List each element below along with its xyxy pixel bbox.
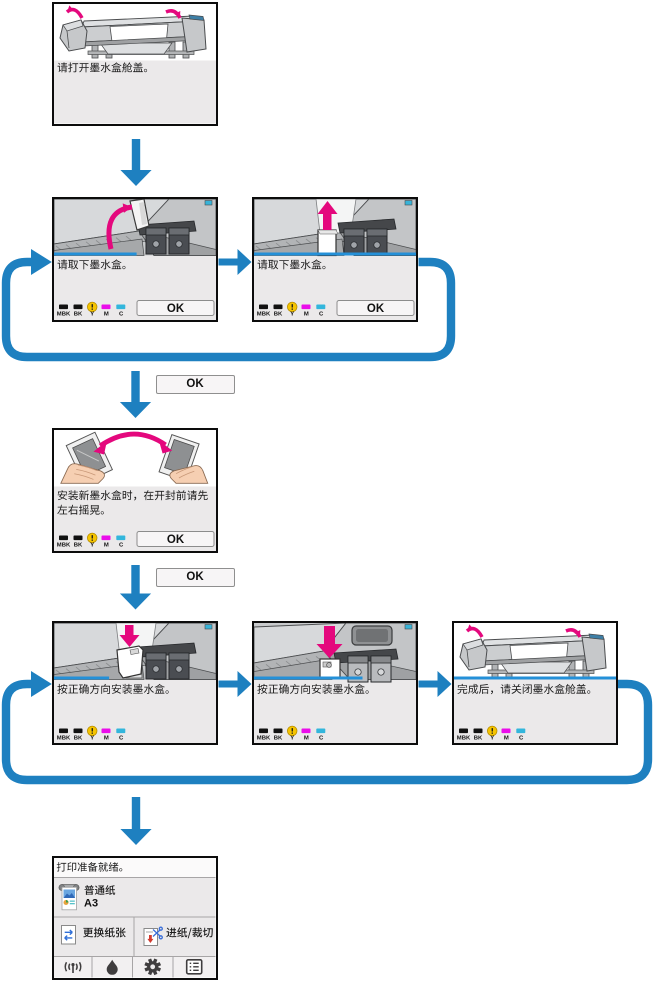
svg-text:OK: OK <box>366 303 384 315</box>
svg-text:OK: OK <box>166 534 184 546</box>
svg-text:BK: BK <box>473 735 482 741</box>
svg-text:C: C <box>118 735 123 741</box>
svg-text:C: C <box>318 311 323 317</box>
svg-text:A3: A3 <box>84 898 98 910</box>
svg-text:MBK: MBK <box>56 735 70 741</box>
svg-text:M: M <box>103 735 108 741</box>
svg-text:C: C <box>118 543 123 549</box>
svg-text:M: M <box>303 735 308 741</box>
svg-text:MBK: MBK <box>256 735 270 741</box>
svg-text:OK: OK <box>166 303 184 315</box>
svg-text:M: M <box>303 311 308 317</box>
svg-text:C: C <box>118 311 123 317</box>
svg-text:MBK: MBK <box>56 311 70 317</box>
svg-text:M: M <box>103 543 108 549</box>
svg-text:Y: Y <box>90 311 94 317</box>
svg-text:C: C <box>318 735 323 741</box>
svg-text:M: M <box>103 311 108 317</box>
svg-text:BK: BK <box>273 735 282 741</box>
svg-text:MBK: MBK <box>56 543 70 549</box>
svg-text:M: M <box>503 735 508 741</box>
svg-text:BK: BK <box>73 311 82 317</box>
svg-text:MBK: MBK <box>456 735 470 741</box>
svg-text:BK: BK <box>273 311 282 317</box>
svg-text:Y: Y <box>90 735 94 741</box>
svg-text:BK: BK <box>73 543 82 549</box>
svg-text:C: C <box>518 735 523 741</box>
svg-text:Y: Y <box>490 735 494 741</box>
svg-text:Y: Y <box>290 311 294 317</box>
svg-text:BK: BK <box>73 735 82 741</box>
svg-text:Y: Y <box>90 543 94 549</box>
svg-text:MBK: MBK <box>256 311 270 317</box>
svg-text:Y: Y <box>290 735 294 741</box>
